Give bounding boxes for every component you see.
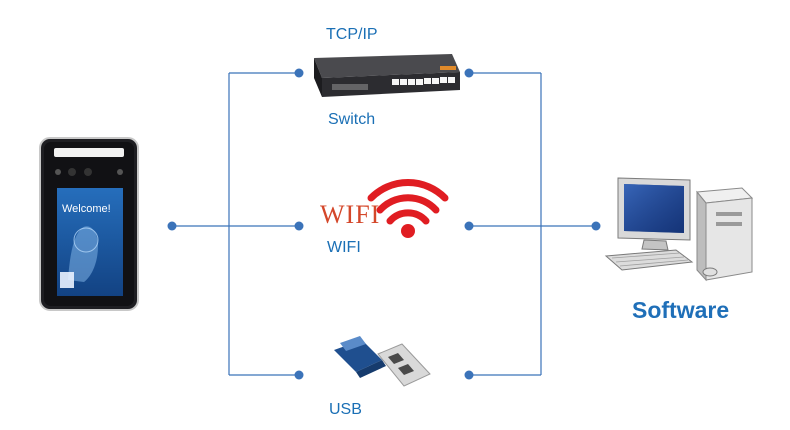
network-switch-icon bbox=[314, 54, 460, 97]
dot-usb-right bbox=[464, 370, 474, 380]
wifi-logo-text: WIFI bbox=[320, 200, 381, 229]
switch-label: Switch bbox=[328, 111, 376, 128]
connection-dots bbox=[167, 68, 601, 380]
dot-switch-left bbox=[294, 68, 304, 78]
wifi-label: WIFI bbox=[327, 239, 361, 256]
software-label: Software bbox=[632, 297, 730, 323]
dot-usb-left bbox=[294, 370, 304, 380]
dot-switch-right bbox=[464, 68, 474, 78]
face-recognition-terminal-icon bbox=[39, 137, 139, 311]
dot-device bbox=[167, 221, 177, 231]
dot-wifi-right bbox=[464, 221, 474, 231]
wifi-icon bbox=[367, 179, 449, 238]
usb-label: USB bbox=[329, 401, 362, 418]
desktop-computer-icon bbox=[604, 177, 754, 282]
device-screen-welcome-text: Welcome! bbox=[62, 203, 111, 215]
tcp-ip-label: TCP/IP bbox=[326, 26, 378, 43]
usb-connector-icon bbox=[334, 336, 431, 387]
dot-pc bbox=[591, 221, 601, 231]
dot-wifi-left bbox=[294, 221, 304, 231]
connection-lines bbox=[172, 72, 596, 376]
